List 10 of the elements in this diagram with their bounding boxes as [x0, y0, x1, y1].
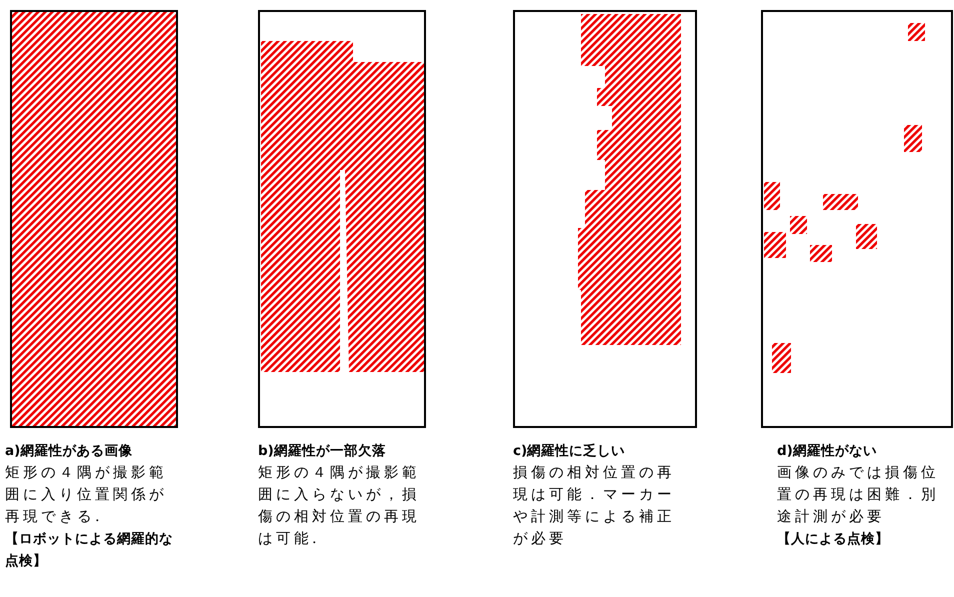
inspection-note: 【人による点検】 [777, 530, 890, 549]
panel-heading: d)網羅性がない [777, 442, 878, 461]
panel-description: 損傷の相対位置の再現は可能．マーカーや計測等による補正が必要 [513, 464, 676, 549]
panel-heading: b)網羅性が一部欠落 [258, 442, 387, 461]
panel-description: 画像のみでは損傷位置の再現は困難．別途計測が必要 [777, 464, 940, 527]
panel-description: 矩形の４隅が撮影範囲に入らないが，損傷の相対位置の再現は可能. [258, 464, 421, 549]
panel-heading: a)網羅性がある画像 [5, 442, 134, 461]
inspection-note: 【ロボットによる網羅的な点検】 [5, 530, 174, 571]
panel-description: 矩形の４隅が撮影範囲に入り位置関係が再現できる. [5, 464, 168, 527]
panel-heading: c)網羅性に乏しい [513, 442, 626, 461]
